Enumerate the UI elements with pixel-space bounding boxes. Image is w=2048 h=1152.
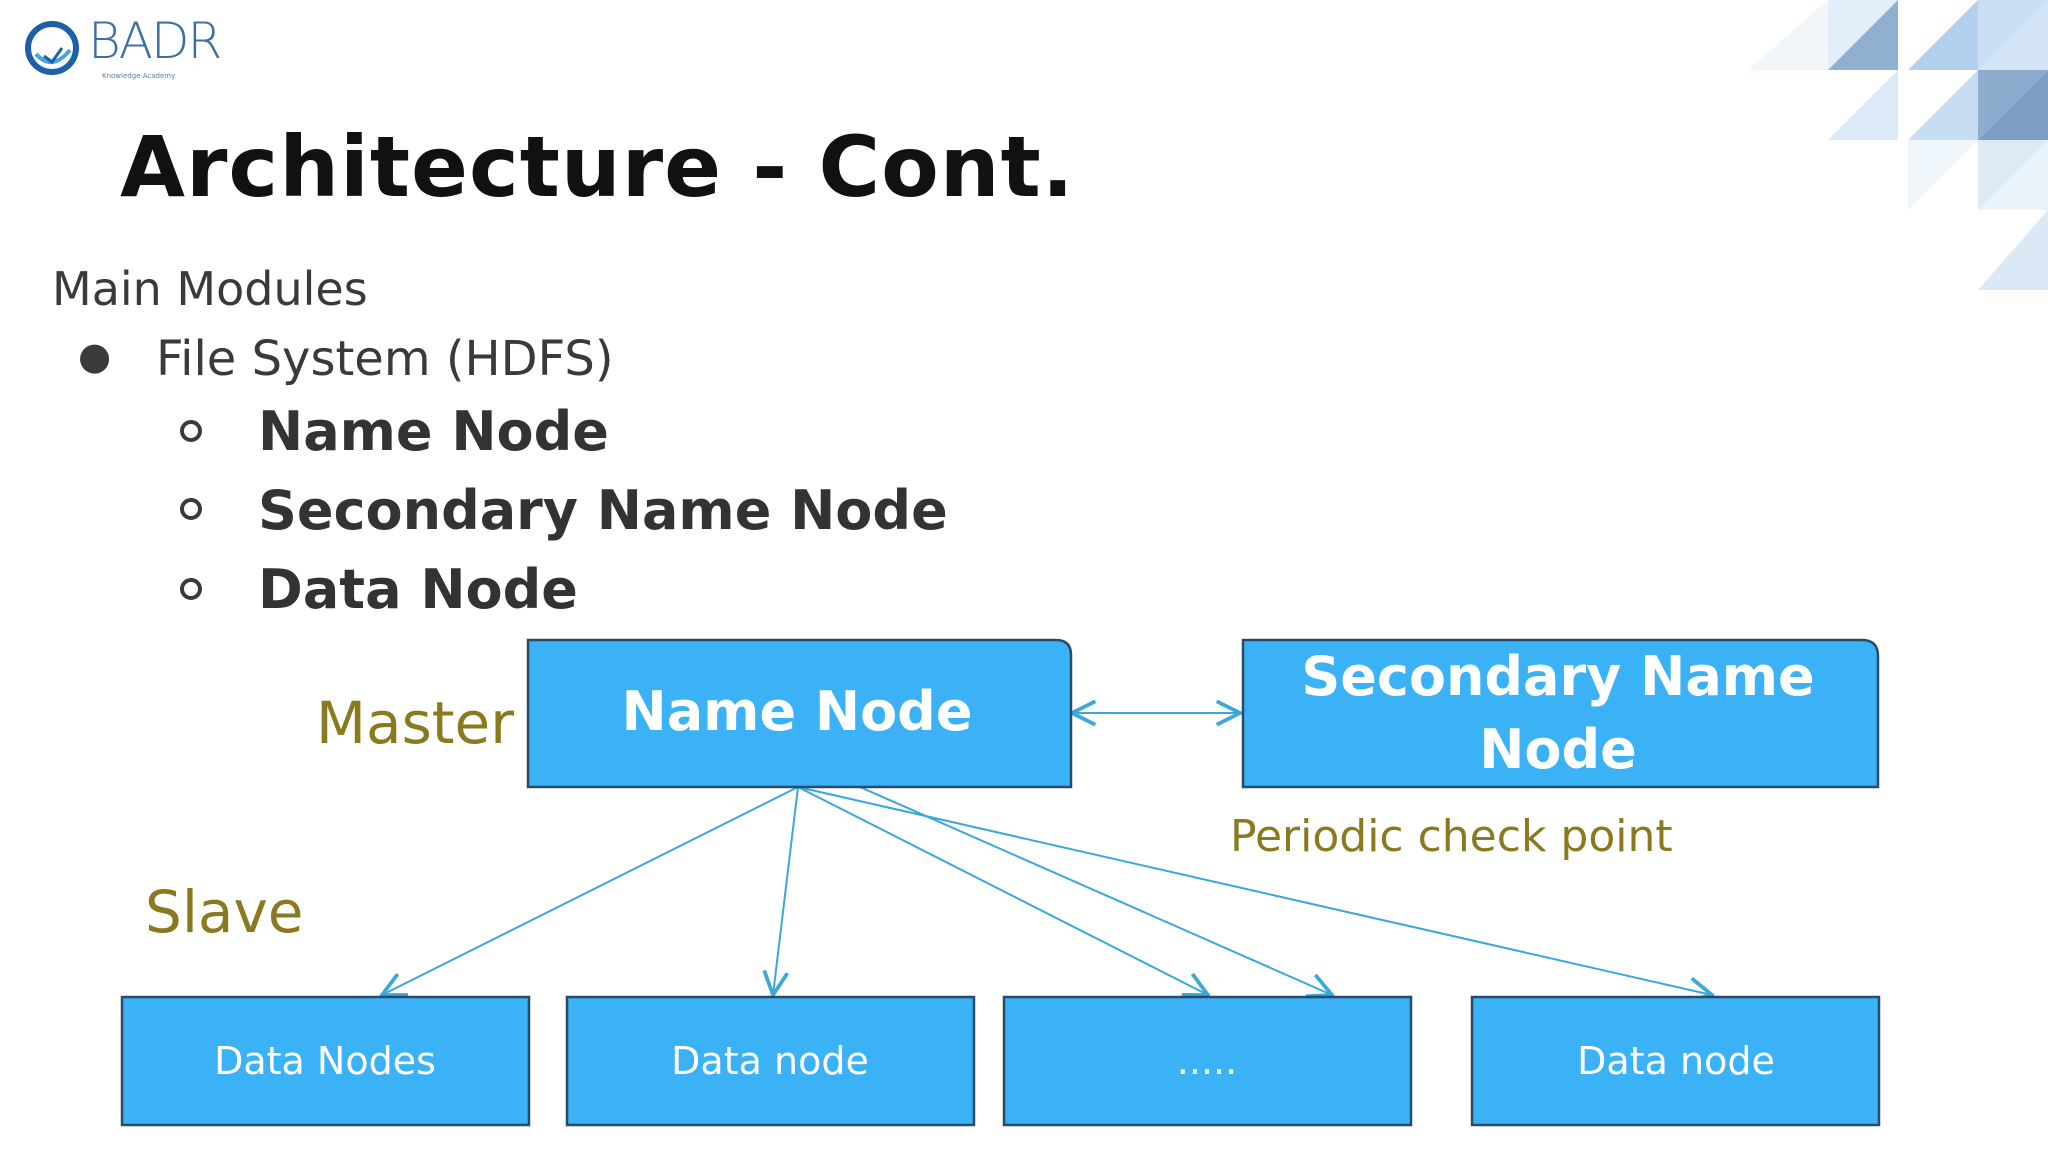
- data-node-label-4: Data node: [1577, 1039, 1775, 1083]
- sub-bullet-name-node: Name Node: [258, 400, 609, 463]
- logo-text: BADR: [88, 12, 222, 70]
- arrow-to-data-node-4: [797, 786, 1712, 995]
- data-node-box-4: [1470, 995, 1881, 1127]
- bullet-dot: ●: [78, 334, 112, 378]
- name-node-box: [526, 638, 1073, 789]
- arrow-to-data-nodes: [382, 786, 799, 995]
- arrow-to-ellipsis-b: [859, 786, 1332, 995]
- secondary-name-node-label-line2: Node: [1479, 718, 1637, 781]
- logo-subtext: Knowledge Academy: [102, 72, 176, 80]
- diagram-arrows: [382, 713, 1712, 995]
- arrow-to-data-node-2: [773, 786, 799, 995]
- decorative-triangles: [1748, 0, 2048, 290]
- data-node-label-3: .....: [1177, 1039, 1237, 1083]
- name-node-label: Name Node: [622, 680, 973, 743]
- secondary-name-node-box: [1241, 638, 1880, 789]
- sub-bullet-circle: [180, 498, 202, 520]
- data-node-box-1: [120, 995, 531, 1127]
- sub-bullet-circle: [180, 420, 202, 442]
- subtitle: Main Modules: [52, 262, 368, 316]
- master-label: Master: [316, 689, 514, 757]
- arrow-to-ellipsis-a: [797, 786, 1208, 995]
- data-node-label-1: Data Nodes: [214, 1039, 436, 1083]
- sub-bullet-data-node: Data Node: [258, 558, 578, 621]
- slave-label: Slave: [145, 878, 303, 946]
- checkpoint-label: Periodic check point: [1230, 811, 1673, 862]
- sub-bullet-circle: [180, 578, 202, 600]
- badr-logo: [25, 21, 79, 75]
- bullet-hdfs: File System (HDFS): [156, 331, 614, 387]
- sub-bullet-secondary-name-node: Secondary Name Node: [258, 479, 948, 542]
- page-title: Architecture - Cont.: [120, 118, 1075, 216]
- secondary-name-node-label-line1: Secondary Name: [1301, 645, 1814, 708]
- data-node-label-2: Data node: [671, 1039, 869, 1083]
- data-node-box-3: [1002, 995, 1413, 1127]
- data-node-box-2: [565, 995, 976, 1127]
